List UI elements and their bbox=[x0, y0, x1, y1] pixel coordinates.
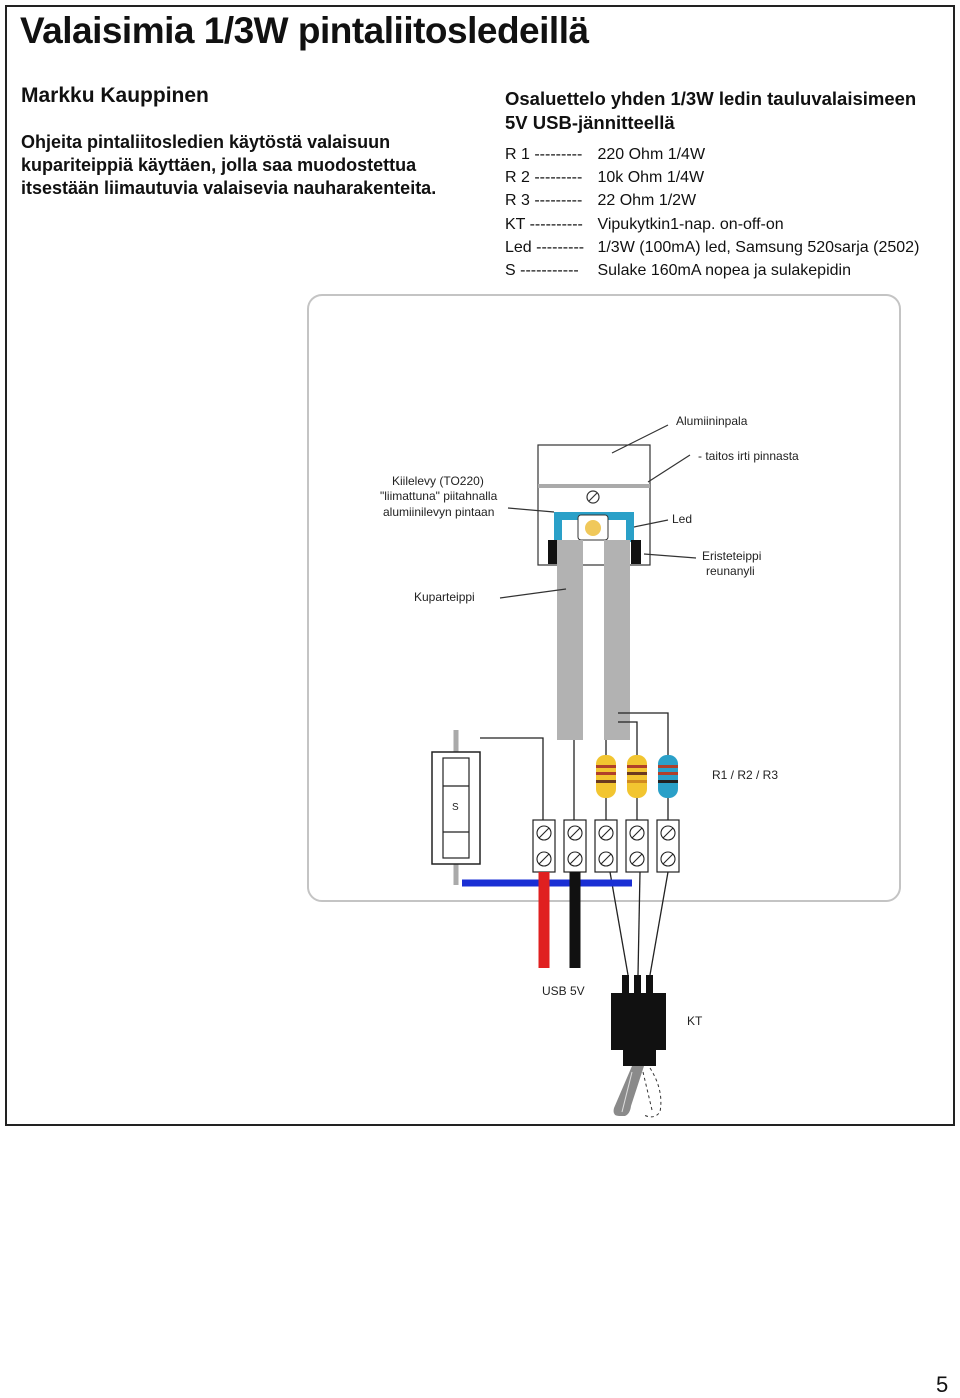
part-ref: R 3 --------- bbox=[505, 192, 583, 210]
fuse-body bbox=[442, 757, 470, 859]
thin-wires bbox=[480, 712, 669, 976]
resistor-r1 bbox=[596, 755, 616, 798]
leader-lines bbox=[499, 424, 697, 599]
label-insulating-tape: Eristeteippi bbox=[702, 549, 761, 563]
copper-tape-strip bbox=[557, 540, 583, 740]
label-heatsink: Kiilelevy (TO220) bbox=[392, 474, 484, 488]
page-frame bbox=[5, 5, 955, 1126]
label-aluminum-piece: Alumiininpala bbox=[676, 414, 748, 428]
label-insulating-tape: reunanyli bbox=[706, 564, 755, 578]
part-ref: Led --------- bbox=[505, 238, 585, 256]
label-copper-tape: Kuparteippi bbox=[414, 590, 475, 604]
insulating-tape-left bbox=[548, 540, 557, 564]
resistor-r2 bbox=[627, 755, 647, 798]
part-ref: S ----------- bbox=[505, 261, 579, 279]
fuse-label: S bbox=[452, 802, 459, 813]
part-desc: 220 Ohm 1/4W bbox=[597, 146, 706, 163]
parts-list-item: R 1 --------- 220 Ohm 1/4W bbox=[505, 143, 919, 166]
resistor-r3 bbox=[658, 755, 678, 798]
part-ref: R 1 --------- bbox=[505, 146, 583, 163]
part-desc: Sulake 160mA nopea ja sulakepidin bbox=[597, 261, 851, 279]
led-seat bbox=[554, 512, 634, 542]
intro-paragraph: Ohjeita pintaliitosledien käytöstä valai… bbox=[21, 132, 437, 198]
wiring-diagram: Alumiininpala - taitos irti pinnasta Kii… bbox=[307, 294, 901, 1118]
part-desc: Vipukytkin1-nap. on-off-on bbox=[597, 215, 784, 233]
author-name: Markku Kauppinen bbox=[21, 84, 209, 107]
mounting-board bbox=[307, 294, 901, 902]
part-desc: 1/3W (100mA) led, Samsung 520sarja (2502… bbox=[597, 238, 920, 256]
parts-heading-line: Osaluettelo yhden 1/3W ledin tauluvalais… bbox=[505, 88, 917, 109]
part-ref: KT ---------- bbox=[505, 215, 583, 233]
parts-list-item: R 2 --------- 10k Ohm 1/4W bbox=[505, 166, 919, 189]
label-led: Led bbox=[672, 512, 692, 526]
label-resistors: R1 / R2 / R3 bbox=[712, 768, 778, 782]
parts-list-item: S ----------- Sulake 160mA nopea ja sula… bbox=[505, 259, 919, 282]
label-fold-off: - taitos irti pinnasta bbox=[698, 449, 799, 463]
part-ref: R 2 --------- bbox=[505, 169, 583, 187]
parts-list-item: KT ---------- Vipukytkin1-nap. on-off-on bbox=[505, 213, 919, 236]
parts-list: R 1 --------- 220 Ohm 1/4W R 2 ---------… bbox=[505, 143, 919, 282]
parts-list-item: Led --------- 1/3W (100mA) led, Samsung … bbox=[505, 236, 919, 259]
part-desc: 10k Ohm 1/4W bbox=[597, 169, 705, 187]
terminal-screws bbox=[536, 825, 676, 867]
led-icon bbox=[585, 520, 601, 536]
label-usb: USB 5V bbox=[542, 984, 585, 998]
document-title: Valaisimia 1/3W pintaliitosledeillä bbox=[20, 10, 589, 51]
label-heatsink: alumiinilevyn pintaan bbox=[383, 505, 494, 519]
parts-list-heading: Osaluettelo yhden 1/3W ledin tauluvalais… bbox=[505, 87, 960, 135]
label-heatsink: "liimattuna" piitahnalla bbox=[380, 489, 498, 503]
parts-heading-line: 5V USB-jännitteellä bbox=[505, 112, 675, 133]
insulating-tape-right bbox=[631, 540, 641, 564]
part-desc: 22 Ohm 1/2W bbox=[597, 192, 697, 210]
page-number: 5 bbox=[936, 1372, 949, 1397]
label-switch: KT bbox=[687, 1014, 703, 1028]
toggle-switch-icon bbox=[611, 975, 666, 1118]
parts-list-item: R 3 --------- 22 Ohm 1/2W bbox=[505, 189, 919, 212]
screw-slot bbox=[588, 492, 598, 502]
copper-tape-strip bbox=[604, 540, 630, 740]
